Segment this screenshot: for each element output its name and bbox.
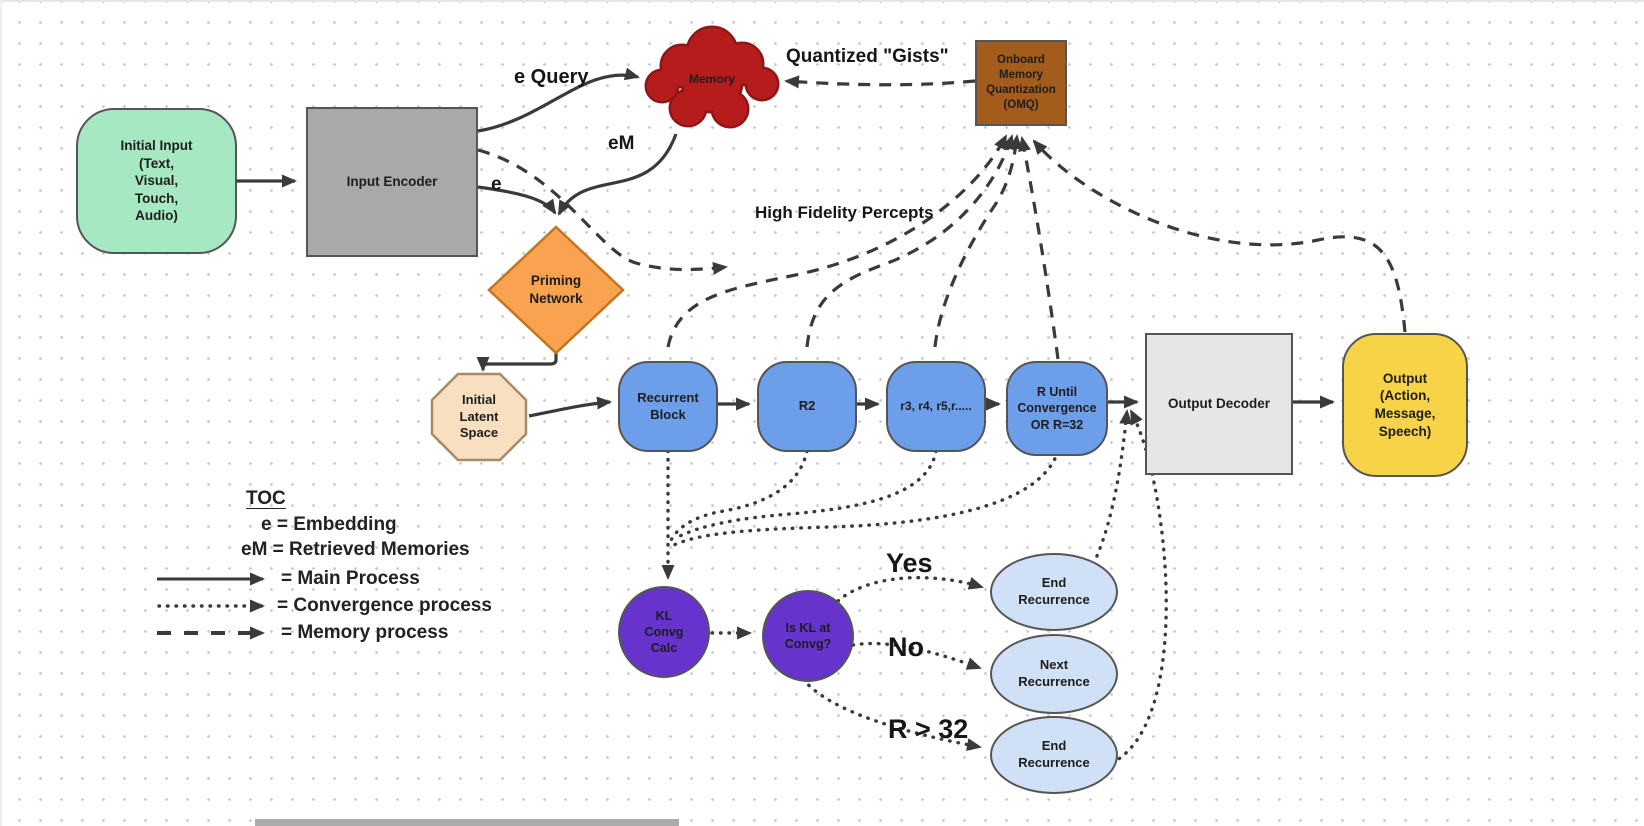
node-output[interactable]: Output (Action, Message, Speech)	[1342, 333, 1468, 477]
edge-memory-encoder-percepts[interactable]	[477, 148, 728, 275]
dotted-arrow-icon	[157, 599, 265, 613]
node-end-recurrence-top[interactable]: End Recurrence	[990, 553, 1118, 631]
edge-conv-r2-join[interactable]	[668, 449, 809, 544]
label-no[interactable]: No	[888, 632, 924, 662]
edge-conv-yes[interactable]	[836, 575, 984, 603]
node-end-recurrence-bottom[interactable]: End Recurrence	[990, 716, 1118, 794]
priming-diamond-shape	[487, 225, 625, 355]
node-initial-input[interactable]: Initial Input (Text, Visual, Touch, Audi…	[76, 108, 237, 254]
node-kl-convg-calc[interactable]: KL Convg Calc	[618, 586, 710, 678]
edge-conv-no[interactable]	[851, 641, 982, 670]
canvas-top-border	[0, 0, 1644, 2]
latent-octagon-shape	[430, 372, 528, 462]
canvas-left-border	[0, 0, 2, 826]
node-next-recurrence[interactable]: Next Recurrence	[990, 634, 1118, 714]
label-e-query[interactable]: e Query	[514, 66, 589, 88]
edge-main-priming-to-latent[interactable]	[476, 351, 558, 372]
horizontal-scrollbar[interactable]	[255, 819, 679, 826]
edge-memory-omq-to-memory[interactable]	[784, 75, 976, 89]
edge-main-e-encoder-to-priming[interactable]	[477, 185, 557, 215]
node-memory-label: Memory	[688, 72, 735, 87]
legend-entry-e[interactable]: e = Embedding	[261, 514, 397, 536]
edge-conv-rgt32[interactable]	[801, 677, 982, 752]
node-is-kl-at-convg[interactable]: Is KL at Convg?	[762, 590, 854, 682]
node-is-kl-label: Is KL at Convg?	[784, 620, 832, 651]
label-yes[interactable]: Yes	[886, 548, 933, 578]
node-priming-network[interactable]: Priming Network	[486, 224, 626, 356]
edge-memory-runtil-to-omq[interactable]	[1018, 136, 1060, 360]
legend-entry-em-text: eM = Retrieved Memories	[241, 539, 470, 560]
edge-memory-recurrent-to-omq[interactable]	[666, 134, 1008, 348]
legend-main-process[interactable]: = Main Process	[155, 568, 420, 590]
legend-title-text: TOC	[246, 488, 286, 509]
label-quantized-gists[interactable]: Quantized "Gists"	[786, 46, 949, 67]
node-output-decoder[interactable]: Output Decoder	[1145, 333, 1293, 475]
edge-main-em-memory-to-priming[interactable]	[557, 133, 678, 216]
node-kl-label: KL Convg Calc	[644, 608, 684, 656]
node-output-decoder-label: Output Decoder	[1167, 396, 1270, 412]
legend-memory-text: = Memory process	[281, 622, 449, 643]
label-e[interactable]: e	[491, 174, 502, 195]
legend-convergence-text: = Convergence process	[277, 595, 492, 616]
node-recurrent-label: Recurrent Block	[637, 389, 699, 422]
node-priming-label: Priming Network	[529, 273, 583, 306]
node-r-until-convergence[interactable]: R Until Convergence OR R=32	[1006, 361, 1108, 456]
edge-conv-endtop-to-flow[interactable]	[1095, 409, 1133, 558]
node-omq[interactable]: Onboard Memory Quantization (OMQ)	[975, 40, 1067, 126]
legend-title[interactable]: TOC	[246, 488, 286, 510]
legend-main-text: = Main Process	[281, 568, 420, 589]
legend-entry-em[interactable]: eM = Retrieved Memories	[241, 539, 470, 561]
node-r-until-label: R Until Convergence OR R=32	[1017, 385, 1097, 432]
edge-memory-output-to-omq[interactable]	[1032, 139, 1407, 333]
node-r2[interactable]: R2	[757, 361, 857, 452]
node-r2-label: R2	[798, 398, 816, 414]
edge-conv-endbottom-to-flow[interactable]	[1110, 409, 1168, 765]
node-input-encoder-label: Input Encoder	[346, 174, 438, 190]
dashed-arrow-icon	[157, 626, 265, 640]
node-next-label: Next Recurrence	[1018, 657, 1090, 689]
node-r3[interactable]: r3, r4, r5,r.....	[886, 361, 986, 452]
node-end-top-label: End Recurrence	[1018, 575, 1090, 607]
node-initial-input-label: Initial Input (Text, Visual, Touch, Audi…	[120, 138, 193, 224]
label-high-fidelity-percepts[interactable]: High Fidelity Percepts	[755, 203, 934, 222]
edge-memory-r2-to-omq[interactable]	[805, 134, 1015, 348]
node-input-encoder[interactable]: Input Encoder	[306, 107, 478, 257]
label-em[interactable]: eM	[608, 133, 635, 154]
node-memory[interactable]: Memory	[634, 24, 790, 136]
legend-convergence-process[interactable]: = Convergence process	[155, 595, 492, 617]
node-r3-label: r3, r4, r5,r.....	[900, 398, 972, 413]
label-r-gt-32[interactable]: R > 32	[888, 714, 969, 744]
legend-memory-process[interactable]: = Memory process	[155, 622, 448, 644]
edge-memory-r3-to-omq[interactable]	[933, 134, 1023, 348]
edge-main-equery-encoder-to-memory[interactable]	[477, 67, 640, 133]
node-end-bottom-label: End Recurrence	[1018, 738, 1090, 770]
node-omq-label: Onboard Memory Quantization (OMQ)	[986, 54, 1056, 111]
edge-main-latent-to-recurrent[interactable]	[528, 396, 612, 418]
memory-cloud-shape	[644, 25, 780, 129]
node-initial-latent-space[interactable]: Initial Latent Space	[430, 372, 528, 462]
node-output-label: Output (Action, Message, Speech)	[1374, 370, 1436, 439]
solid-arrow-icon	[157, 572, 265, 586]
node-recurrent-block[interactable]: Recurrent Block	[618, 361, 718, 452]
edge-conv-r3-join[interactable]	[674, 449, 938, 540]
edge-conv-runtil-join[interactable]	[672, 449, 1060, 547]
node-latent-label: Initial Latent Space	[459, 391, 499, 441]
legend-entry-e-text: e = Embedding	[261, 514, 397, 535]
